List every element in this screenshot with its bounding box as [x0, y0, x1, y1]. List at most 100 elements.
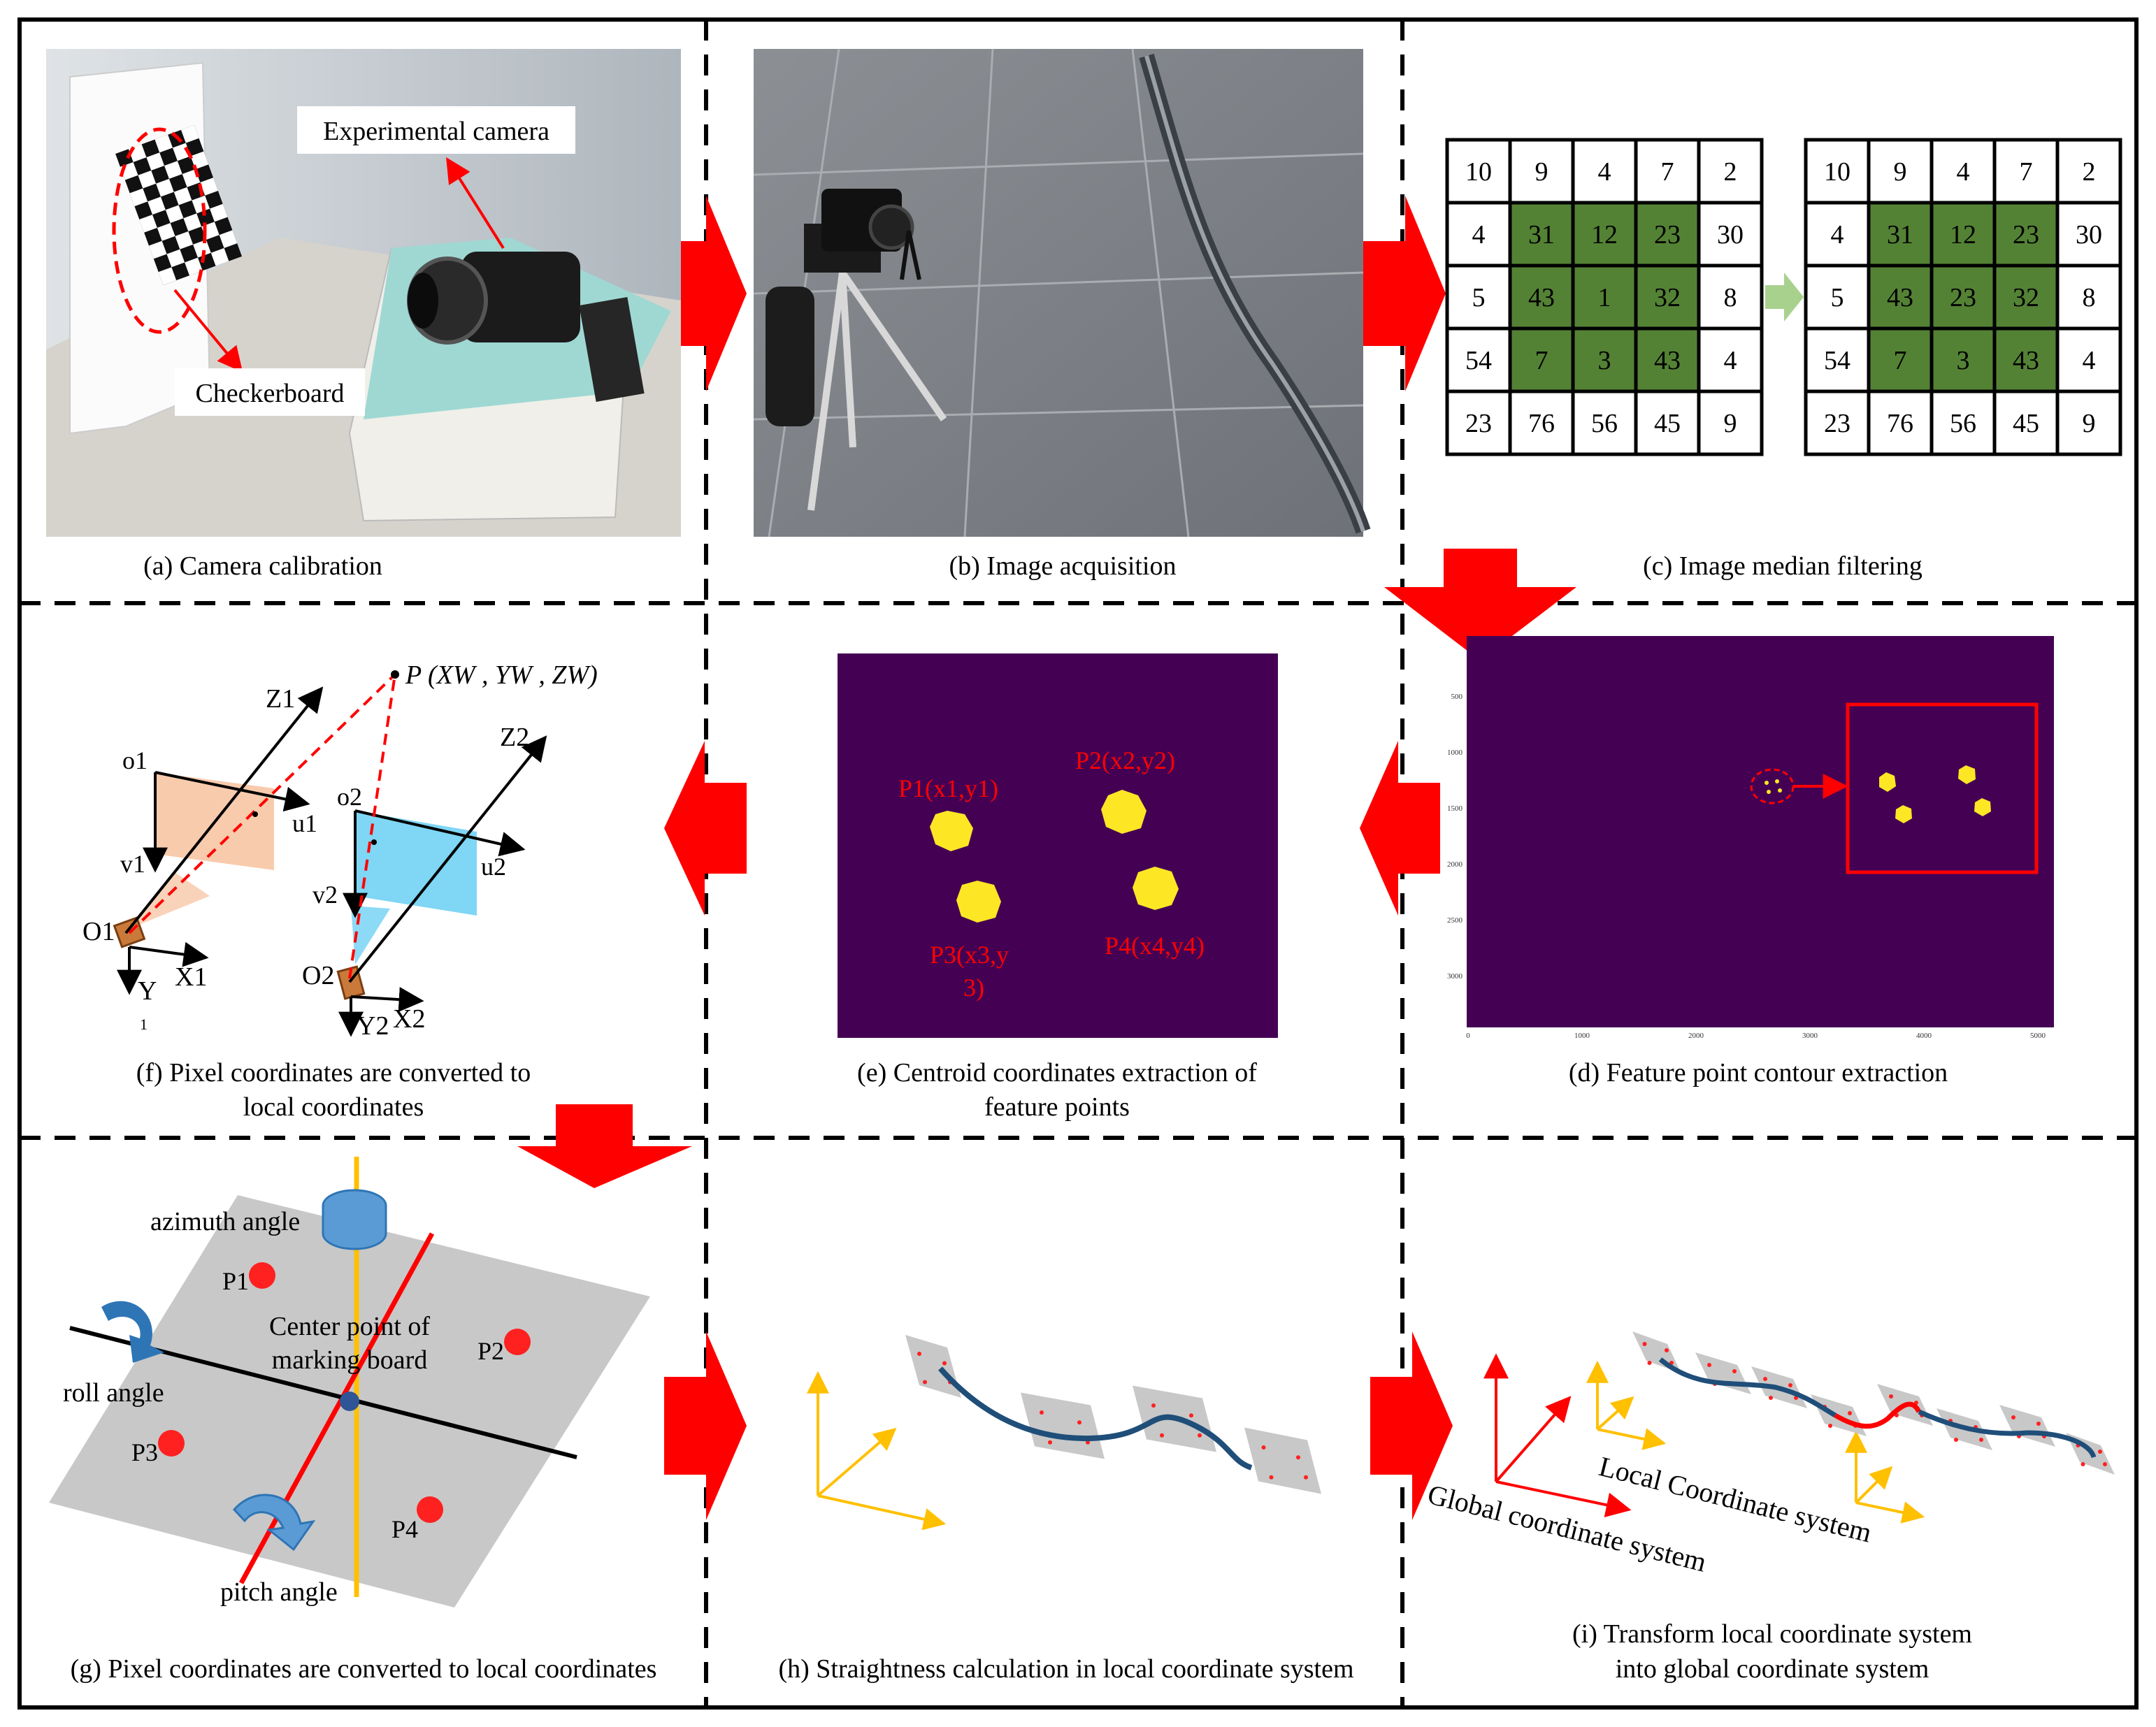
- z1-label: Z1: [266, 684, 295, 714]
- label-g-p3: P3: [131, 1438, 158, 1466]
- global-board-marker: [1889, 1394, 1893, 1399]
- y-tick-label: 2000: [1447, 860, 1463, 869]
- grid-before-cell-value: 32: [1654, 283, 1681, 312]
- O2-label: O2: [302, 961, 334, 990]
- arrow-e-to-f: [664, 741, 747, 916]
- global-board-marker: [1732, 1369, 1737, 1373]
- local-board: [1244, 1427, 1321, 1494]
- panel-i: Local Coordinate system Global coordinat…: [1425, 1331, 2115, 1578]
- global-board-marker: [1647, 1361, 1652, 1365]
- zoom-point-1: [1879, 772, 1896, 792]
- y2-label: Y2: [357, 1011, 389, 1041]
- global-curve-right: [1918, 1409, 2097, 1459]
- o2-label: o2: [337, 783, 362, 811]
- grid-after-cell: [2055, 138, 2122, 205]
- grid-before-cell: [1571, 138, 1638, 205]
- y1-label: Y: [138, 976, 157, 1006]
- local-board-marker: [1189, 1413, 1193, 1418]
- x-tick-label: 0: [1466, 1032, 1470, 1040]
- zoom-point-4: [1974, 798, 1991, 816]
- centroid-plot-area: [838, 653, 1278, 1038]
- local-board-marker: [1086, 1440, 1090, 1445]
- x-tick-label: 1000: [1574, 1032, 1590, 1040]
- grid-after-cell-value: 76: [1887, 409, 1913, 438]
- u2-label: u2: [481, 853, 506, 881]
- local-board-marker: [942, 1361, 947, 1366]
- label-g-p4: P4: [391, 1515, 418, 1543]
- center-label-line1: Center point of: [269, 1312, 430, 1341]
- grid-before-cell: [1697, 263, 1764, 331]
- x-tick-label: 4000: [1916, 1032, 1932, 1040]
- grid-after-cell-value: 31: [1887, 220, 1913, 250]
- y-tick-label: 3000: [1447, 972, 1463, 981]
- arrow-f-to-g: [517, 1104, 692, 1188]
- label-g-p1: P1: [222, 1267, 249, 1295]
- zoom-point-2: [1958, 765, 1976, 784]
- grid-before-cell-value: 7: [1535, 346, 1548, 375]
- grid-after-cell-value: 54: [1824, 346, 1850, 375]
- caption-h: (h) Straightness calculation in local co…: [778, 1654, 1353, 1684]
- camera-label-box: [297, 106, 575, 154]
- local-board-marker: [1296, 1455, 1300, 1460]
- grid-before-cell-value: 8: [1724, 283, 1737, 312]
- grid-before-cell: [1697, 389, 1764, 456]
- caption-d: (d) Feature point contour extraction: [1569, 1058, 1948, 1087]
- label-p3-line1: P3(x3,y: [930, 941, 1009, 969]
- global-board-marker: [1828, 1424, 1832, 1428]
- grid-before-cell-value: 45: [1654, 409, 1681, 438]
- caption-i-line2: into global coordinate system: [1616, 1654, 1929, 1684]
- grid-before-cell-value: 10: [1465, 157, 1492, 187]
- grid-after-cell-value: 32: [2013, 283, 2039, 312]
- contour-plot-area: [1467, 636, 2054, 1027]
- grid-after-cell: [2055, 201, 2122, 268]
- local-boards: [905, 1335, 1321, 1494]
- v2-label: v2: [312, 881, 338, 909]
- marker-p1: [249, 1262, 275, 1289]
- caption-e-line1: (e) Centroid coordinates extraction of: [857, 1058, 1257, 1087]
- grid-before-cell: [1445, 263, 1512, 331]
- grid-after-cell-value: 43: [2013, 346, 2039, 375]
- grid-before-cell-value: 7: [1661, 157, 1674, 187]
- u1-label: u1: [292, 809, 317, 837]
- grid-after-cell-value: 9: [1894, 157, 1907, 187]
- grid-before-cell-value: 2: [1724, 157, 1737, 187]
- o1-label: o1: [122, 746, 148, 774]
- global-board-marker: [2098, 1450, 2102, 1454]
- grid-before-cell-value: 1: [1598, 283, 1611, 312]
- filter-arrow: [1765, 273, 1804, 321]
- v1-label: v1: [120, 850, 145, 878]
- arrow-a-to-b: [664, 196, 747, 391]
- grid-before-cell-value: 23: [1654, 220, 1681, 250]
- grid-before-cell-value: 3: [1598, 346, 1611, 375]
- global-board: [1999, 1405, 2055, 1447]
- grid-before-cell-value: 4: [1472, 220, 1486, 250]
- roll-rotation-icon: [101, 1301, 164, 1363]
- global-curve-deviation: [1834, 1401, 1922, 1429]
- grid-after-cell-value: 45: [2013, 409, 2039, 438]
- x-tick-label: 3000: [1802, 1032, 1818, 1040]
- panel-f: P (XW , YW , ZW) Z1 Z2 o1 o2 u1 u2 v1 v2…: [82, 660, 598, 1041]
- z2-label: Z2: [500, 723, 529, 752]
- grid-after-cell: [1929, 326, 1997, 393]
- caption-c: (c) Image median filtering: [1643, 551, 1923, 581]
- global-boards: [1632, 1331, 2115, 1475]
- local-curve: [938, 1366, 1253, 1471]
- arrow-h-to-i: [1370, 1331, 1453, 1520]
- grid-after-cell-value: 8: [2083, 283, 2096, 312]
- grid-before-cell-value: 54: [1465, 346, 1492, 375]
- global-board-marker: [1707, 1363, 1711, 1367]
- roll-label: roll angle: [63, 1378, 164, 1408]
- azimuth-label: azimuth angle: [150, 1207, 300, 1236]
- marker-p4: [417, 1496, 443, 1523]
- label-p3-line2: 3): [963, 974, 984, 1002]
- caption-g: (g) Pixel coordinates are converted to l…: [71, 1654, 657, 1684]
- y1-subscript: 1: [140, 1016, 148, 1033]
- checkerboard-pattern: [115, 124, 243, 285]
- global-board-marker: [1642, 1342, 1647, 1346]
- grid-after-cell-value: 7: [2020, 157, 2033, 187]
- camera-label: Experimental camera: [323, 117, 549, 146]
- center-point: [340, 1392, 359, 1411]
- local-board-marker: [923, 1380, 927, 1385]
